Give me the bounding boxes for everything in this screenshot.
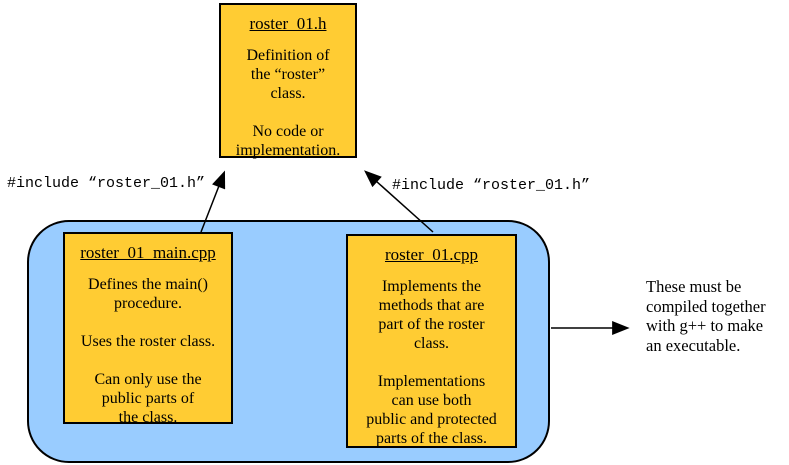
impl-cpp-box: roster_01.cpp Implements the methods tha…	[346, 234, 517, 448]
impl-cpp-description: Implements the methods that are part of …	[366, 278, 497, 447]
include-directive-label-right: #include “roster_01.h”	[392, 177, 591, 194]
main-cpp-description: Defines the main() procedure. Uses the r…	[80, 276, 216, 426]
main-cpp-box: roster_01_main.cpp Defines the main() pr…	[63, 232, 233, 426]
compile-note: These must be compiled together with g++…	[646, 277, 766, 355]
header-file-description: Definition of the “roster” class. No cod…	[235, 47, 341, 159]
header-file-title: roster_01.h	[249, 14, 327, 33]
main-cpp-title: roster_01_main.cpp	[80, 243, 216, 262]
impl-cpp-title: roster_01.cpp	[384, 245, 478, 264]
include-directive-label-left: #include “roster_01.h”	[7, 175, 206, 192]
header-file-box: roster_01.h Definition of the “roster” c…	[219, 3, 357, 159]
